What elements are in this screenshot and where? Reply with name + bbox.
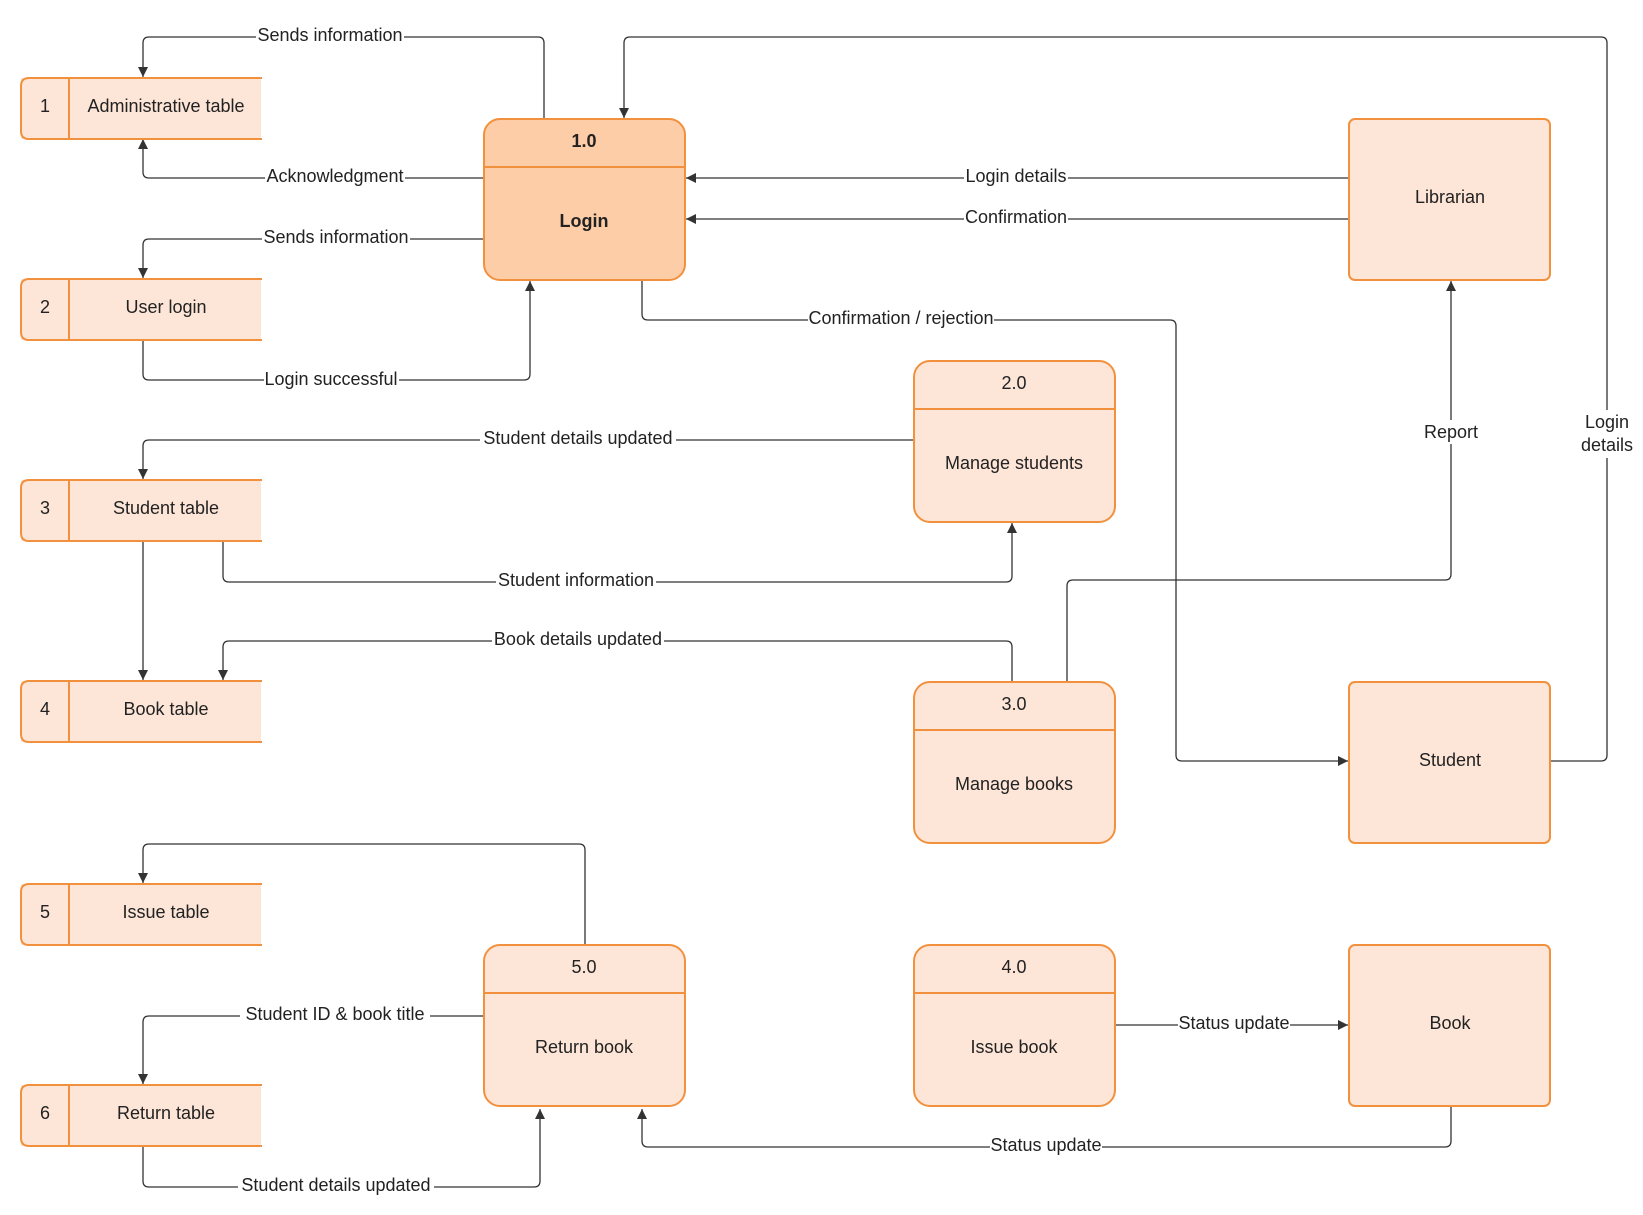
flow-label: Acknowledgment [266, 166, 403, 186]
flow-label: Student information [498, 570, 654, 590]
flow-report: Report [1066, 281, 1482, 681]
flow-book-details-updated: Book details updated [218, 628, 1013, 681]
flow-label: Student ID & book title [245, 1004, 424, 1024]
flow-label: Sends information [263, 227, 408, 247]
process-issue-book[interactable]: 4.0 Issue book [913, 944, 1116, 1107]
flow-label: Login details [965, 166, 1066, 186]
flow-sends-info-admin: Sends information [138, 24, 545, 118]
process-return-book[interactable]: 5.0 Return book [483, 944, 686, 1107]
store-id: 3 [40, 498, 50, 518]
flow-status-update-return: Status update [637, 1107, 1452, 1157]
process-manage-books[interactable]: 3.0 Manage books [913, 681, 1116, 844]
store-id: 6 [40, 1103, 50, 1123]
process-name: Login [560, 211, 609, 231]
store-name: Issue table [122, 902, 209, 922]
flow-student-information: Student information [222, 523, 1017, 592]
flow-login-successful: Login successful [142, 281, 535, 390]
store-id: 5 [40, 902, 50, 922]
flow-label: Sends information [257, 25, 402, 45]
process-name: Manage books [955, 774, 1073, 794]
data-store-issue-table[interactable]: 5 Issue table [20, 883, 262, 946]
store-id: 4 [40, 699, 50, 719]
store-name: Administrative table [87, 96, 244, 116]
flow-label: Status update [990, 1135, 1101, 1155]
store-id: 2 [40, 297, 50, 317]
flow-label: Student details updated [241, 1175, 430, 1195]
data-store-return-table[interactable]: 6 Return table [20, 1084, 262, 1147]
store-id: 1 [40, 96, 50, 116]
entity-name: Student [1419, 750, 1481, 770]
entity-librarian[interactable]: Librarian [1348, 118, 1551, 281]
process-name: Issue book [970, 1037, 1058, 1057]
data-store-book-table[interactable]: 4 Book table [20, 680, 262, 743]
data-store-student-table[interactable]: 3 Student table [20, 479, 262, 542]
entity-name: Librarian [1415, 187, 1485, 207]
flow-label: details [1581, 435, 1633, 455]
entity-student[interactable]: Student [1348, 681, 1551, 844]
store-name: Book table [123, 699, 208, 719]
entity-book[interactable]: Book [1348, 944, 1551, 1107]
data-store-administrative-table[interactable]: 1 Administrative table [20, 77, 262, 140]
process-id: 3.0 [1001, 694, 1026, 714]
process-manage-students[interactable]: 2.0 Manage students [913, 360, 1116, 523]
flow-label: Confirmation [965, 207, 1067, 227]
process-name: Manage students [945, 453, 1083, 473]
data-store-user-login[interactable]: 2 User login [20, 278, 262, 341]
flow-student-details-updated: Student details updated [138, 428, 913, 479]
entity-name: Book [1429, 1013, 1471, 1033]
process-name: Return book [535, 1037, 634, 1057]
flow-acknowledgment: Acknowledgment [138, 139, 483, 188]
flow-label: Report [1424, 422, 1478, 442]
flow-login-details: Login details [686, 166, 1348, 188]
process-id: 5.0 [571, 957, 596, 977]
flow-label: Status update [1178, 1013, 1289, 1033]
flow-label: Login successful [264, 369, 397, 389]
flow-label: Book details updated [494, 629, 662, 649]
process-id: 2.0 [1001, 373, 1026, 393]
flow-label: Student details updated [483, 428, 672, 448]
store-name: User login [125, 297, 206, 317]
flow-label: Confirmation / rejection [808, 308, 993, 328]
flow-confirmation: Confirmation [686, 207, 1348, 229]
process-id: 1.0 [571, 131, 596, 151]
process-login[interactable]: 1.0 Login [483, 118, 686, 281]
flow-status-update-issue: Status update [1116, 1013, 1348, 1035]
process-id: 4.0 [1001, 957, 1026, 977]
flow-label: Login [1585, 412, 1629, 432]
flow-sends-info-user: Sends information [138, 227, 483, 278]
flow-return-to-issue-table [138, 843, 586, 944]
store-name: Student table [113, 498, 219, 518]
flow-student-login-details: Login details [619, 36, 1634, 762]
flow-confirmation-rejection: Confirmation / rejection [641, 281, 1348, 766]
store-name: Return table [117, 1103, 215, 1123]
flow-return-student-details-updated: Student details updated [142, 1109, 545, 1197]
flow-student-id-book-title: Student ID & book title [138, 1004, 483, 1084]
